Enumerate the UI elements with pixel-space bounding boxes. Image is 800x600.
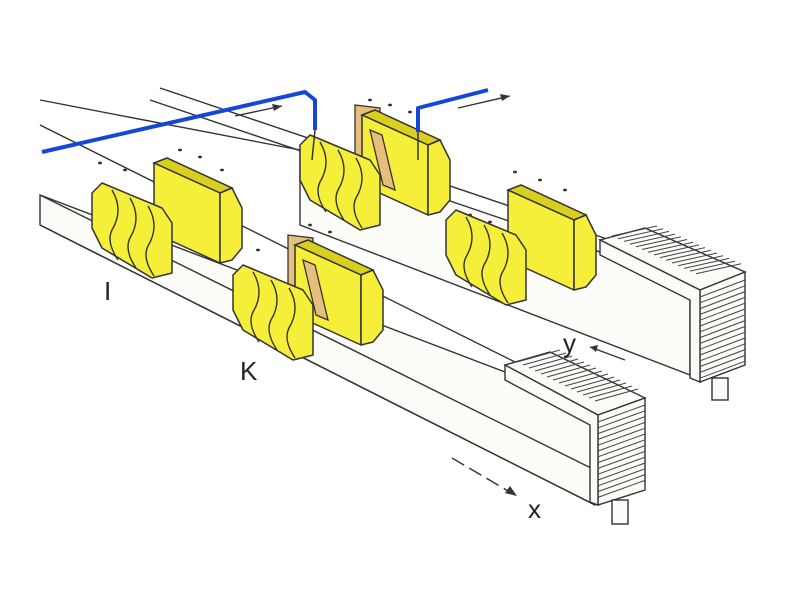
flow-arrow-2 — [457, 94, 511, 109]
flow-arrow-1 — [234, 104, 283, 117]
axis-label-y: y — [563, 328, 576, 358]
clip-right — [445, 184, 597, 306]
clip-label-i: I — [104, 276, 111, 306]
clip-upper — [299, 104, 451, 231]
clip-i — [91, 157, 243, 279]
clip-label-k: K — [240, 356, 258, 386]
clip-k — [232, 234, 384, 361]
rail-holes — [98, 98, 567, 280]
axis-label-x: x — [528, 494, 541, 524]
y-axis-arrow — [589, 345, 626, 361]
wire — [41, 88, 489, 161]
x-axis-arrow — [451, 457, 517, 496]
front-heat-sink — [503, 349, 647, 525]
rear-heat-sink — [598, 225, 747, 401]
